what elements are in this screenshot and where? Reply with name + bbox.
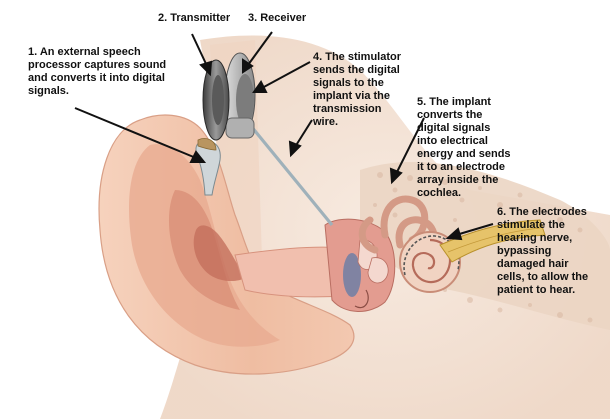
arrow-step3	[242, 31, 273, 74]
arrow-step1	[74, 107, 207, 163]
arrow-step2	[191, 33, 213, 77]
arrow-step6	[445, 223, 494, 241]
label-step6-electrodes: 6. The electrodes stimulate the hearing …	[497, 206, 589, 296]
label-step5-implant: 5. The implant converts the digital sign…	[417, 96, 511, 199]
transmitter-device	[202, 59, 230, 141]
eardrum-shape	[343, 253, 361, 297]
arrow-step5	[389, 117, 425, 185]
receiver-device	[224, 52, 256, 139]
transmission-wire	[244, 118, 334, 227]
outer-ear	[98, 114, 355, 375]
label-step4-stimulator: 4. The stimulator sends the digital sign…	[313, 51, 402, 128]
arrow-step4	[252, 61, 311, 93]
label-step3-receiver: 3. Receiver	[248, 12, 307, 24]
hearing-nerve	[439, 219, 546, 263]
middle-ear	[324, 218, 396, 312]
arrow-step4-lower	[288, 119, 313, 158]
label-step2-transmitter: 2. Transmitter	[158, 12, 231, 24]
label-step1-speech-processor: 1. An external speech processor captures…	[28, 46, 167, 97]
bone-texture	[373, 172, 593, 323]
pointer-arrows	[74, 31, 494, 241]
electrode-array	[403, 235, 460, 276]
